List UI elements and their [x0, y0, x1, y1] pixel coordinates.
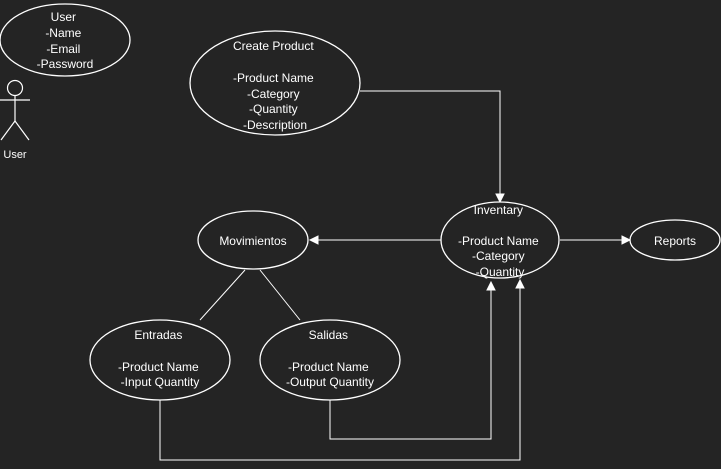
entradas-node[interactable]: Entradas -Product Name -Input Quantity	[89, 319, 231, 401]
inventary-node[interactable]: Inventary -Product Name -Category -Quant…	[440, 201, 560, 279]
user-entity-attr-email: -Email	[46, 42, 80, 56]
movimientos-title: Movimientos	[219, 234, 286, 248]
user-entity-attr-password: -Password	[37, 57, 94, 71]
edge-movimientos-to-salidas	[259, 269, 301, 321]
arrowhead-into-reports	[621, 235, 632, 245]
actor-head-icon	[6, 79, 24, 97]
create-product-attr-description: -Description	[243, 118, 307, 132]
edge-entradas-to-inventary	[159, 286, 521, 461]
svg-text:Entradas -Product Name: Entradas -Product Name -Input Quantity	[118, 328, 202, 389]
arrowhead-entradas-into-inventary	[515, 278, 525, 289]
create-product-attr-product-name: -Product Name	[233, 71, 314, 85]
entradas-title: Entradas	[134, 328, 182, 342]
arrowhead-into-inventary-top	[495, 193, 505, 204]
movimientos-node[interactable]: Movimientos	[197, 210, 309, 270]
create-product-attr-category: -Category	[247, 87, 300, 101]
edge-create-product-to-inventary	[360, 90, 501, 196]
create-product-attr-quantity: -Quantity	[249, 102, 298, 116]
inventary-title: Inventary	[474, 203, 523, 217]
inventary-attr-quantity: -Quantity	[476, 265, 525, 279]
create-product-title: Create Product	[233, 39, 314, 53]
salidas-attr-output-quantity: -Output Quantity	[286, 375, 374, 389]
edge-salidas-to-inventary	[329, 288, 492, 440]
reports-title: Reports	[654, 234, 696, 248]
svg-text:Inventary -Product Name: Inventary -Product Name -Category -Quant…	[458, 203, 542, 279]
salidas-attr-product-name: -Product Name	[288, 360, 369, 374]
user-entity-node[interactable]: User -Name -Email -Password	[0, 3, 131, 77]
user-entity-title: User	[51, 10, 76, 24]
entradas-attr-input-quantity: -Input Quantity	[121, 375, 200, 389]
reports-node[interactable]: Reports	[629, 219, 721, 261]
inventary-attr-product-name: -Product Name	[458, 234, 539, 248]
salidas-node[interactable]: Salidas -Product Name -Output Quantity	[259, 319, 401, 401]
user-entity-attr-name: -Name	[45, 26, 81, 40]
edge-movimientos-to-entradas	[199, 269, 246, 321]
entradas-attr-product-name: -Product Name	[118, 360, 199, 374]
create-product-node[interactable]: Create Product -Product Name -Category -…	[189, 30, 361, 136]
svg-text:Create Product -Product: Create Product -Product Name -Category -…	[233, 39, 317, 132]
inventary-attr-category: -Category	[472, 249, 525, 263]
actor-right-leg-icon	[14, 120, 30, 141]
actor-label: User	[3, 149, 27, 161]
arrowhead-into-movimientos	[308, 235, 319, 245]
svg-text:User -Name -Email: User -Name -Email -Password	[37, 10, 94, 71]
arrowhead-salidas-into-inventary	[486, 280, 496, 291]
actor-left-leg-icon	[0, 120, 16, 141]
salidas-title: Salidas	[309, 328, 348, 342]
svg-text:Salidas -Product Name: Salidas -Product Name -Output Quantity	[286, 328, 374, 389]
user-actor[interactable]: User	[0, 79, 30, 162]
